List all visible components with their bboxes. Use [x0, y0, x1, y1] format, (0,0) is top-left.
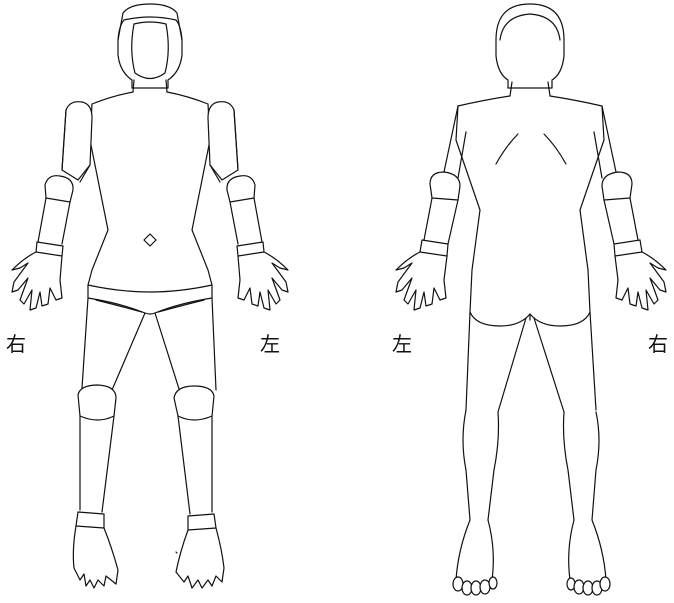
back-left-hand [396, 252, 447, 310]
front-figure [12, 4, 288, 588]
front-right-elbow [45, 176, 73, 202]
front-right-label: 右 [6, 334, 26, 354]
front-navel [144, 234, 156, 246]
back-left-forearm [424, 198, 458, 244]
back-right-hand [615, 252, 666, 310]
back-left-shoulder-blade [544, 134, 566, 164]
back-hair-line [500, 14, 560, 40]
back-right-label: 右 [648, 334, 668, 354]
back-figure [396, 4, 666, 595]
front-right-wrist [36, 242, 63, 256]
front-right-shin [80, 416, 114, 512]
back-right-shoulder-blade [496, 134, 518, 164]
back-left-upper-arm [444, 106, 466, 178]
front-briefs [88, 285, 212, 314]
back-left-thigh [466, 312, 526, 412]
front-left-hand [238, 252, 288, 310]
front-right-knee [78, 385, 116, 420]
front-right-thigh [82, 298, 145, 390]
front-neck [133, 80, 167, 92]
front-right-forearm [38, 198, 70, 244]
front-left-wrist [237, 242, 264, 256]
front-left-label: 左 [260, 334, 280, 354]
back-left-elbow [430, 172, 460, 200]
front-left-elbow [227, 176, 255, 202]
back-left-calf [463, 410, 499, 520]
back-left-label: 左 [392, 334, 412, 354]
front-left-thigh [155, 298, 216, 392]
front-left-foot [176, 528, 224, 588]
back-right-forearm [604, 198, 638, 244]
back-right-wrist [614, 240, 642, 256]
front-torso [88, 92, 212, 292]
front-right-foot [73, 526, 118, 588]
back-right-toes [567, 577, 610, 595]
front-face [132, 22, 169, 79]
front-left-forearm [230, 198, 262, 244]
front-right-hand [12, 252, 62, 310]
back-right-elbow [602, 172, 632, 200]
front-briefs-inner [96, 300, 204, 312]
back-torso [456, 96, 604, 326]
front-left-shin [178, 416, 212, 514]
back-right-upper-arm [594, 106, 616, 178]
back-right-thigh [534, 312, 596, 412]
back-head [496, 4, 564, 88]
back-left-wrist [420, 240, 448, 256]
back-right-calf [564, 412, 600, 520]
back-left-toes [453, 577, 497, 595]
front-left-ankle [188, 514, 216, 530]
back-neck [510, 82, 550, 96]
back-left-foot [456, 520, 493, 580]
front-right-ankle [76, 512, 104, 528]
back-right-foot [569, 520, 606, 580]
front-hair-line [118, 17, 182, 40]
front-stray-mark [176, 552, 177, 553]
front-left-knee [174, 386, 214, 420]
